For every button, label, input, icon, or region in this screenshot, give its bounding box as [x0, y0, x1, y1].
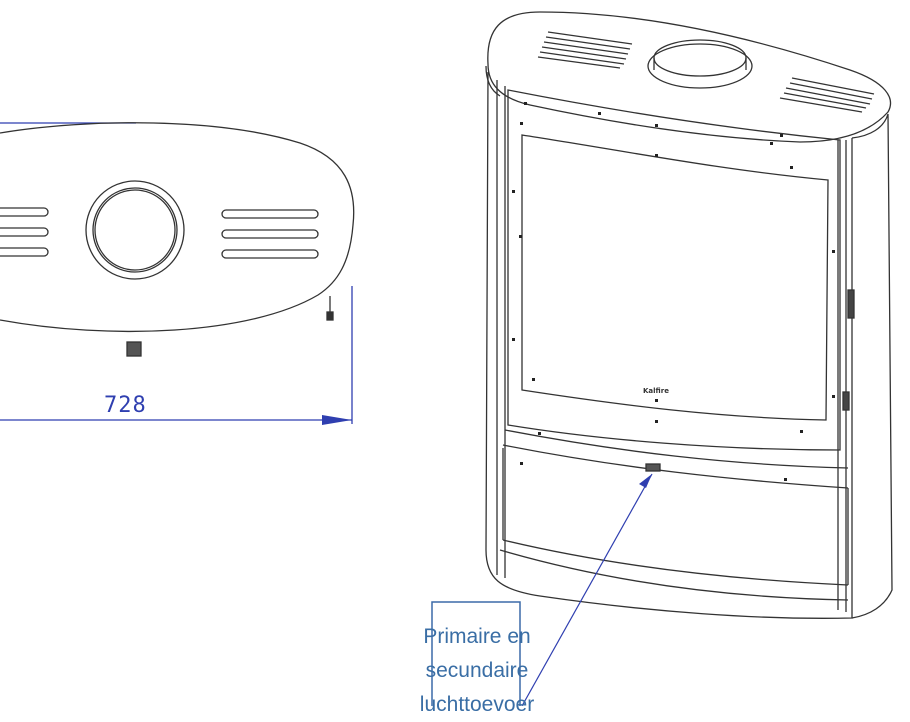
- top-view: [0, 122, 355, 357]
- flue-inner-ring: [92, 187, 178, 273]
- stove-logo: Kalfire: [643, 387, 669, 395]
- bottom-knob: [126, 341, 142, 357]
- technical-drawing: 728: [0, 11, 893, 706]
- stove-top-plate: [487, 11, 892, 143]
- stove-rivets: [512, 102, 835, 481]
- callout-label: Primaire en secundaire luchttoevoer: [372, 620, 582, 722]
- width-dimension-label: 728: [104, 393, 147, 418]
- air-control-lever: [645, 463, 661, 472]
- stove-lower-panel: [504, 429, 849, 469]
- top-plate-outline: [0, 122, 355, 333]
- flue-outer-ring: [85, 180, 185, 280]
- stove-view: Kalfire: [485, 11, 893, 619]
- stove-glass-window: [521, 134, 829, 421]
- callout-box: [431, 601, 521, 706]
- callout-arrow: [521, 473, 653, 706]
- callout-line-1: Primaire en secundaire: [423, 625, 531, 682]
- stove-flue: [647, 43, 753, 89]
- stove-body-outline: [485, 71, 853, 619]
- stove-door-frame: [507, 89, 841, 451]
- width-dimension: 728: [0, 286, 353, 425]
- left-vent-slots: [0, 207, 49, 257]
- right-vent-slots: [221, 209, 319, 259]
- callout-line-2: luchttoevoer: [419, 693, 535, 716]
- stove-top-vents-left: [537, 31, 633, 69]
- stove-top-vents-right: [779, 77, 875, 113]
